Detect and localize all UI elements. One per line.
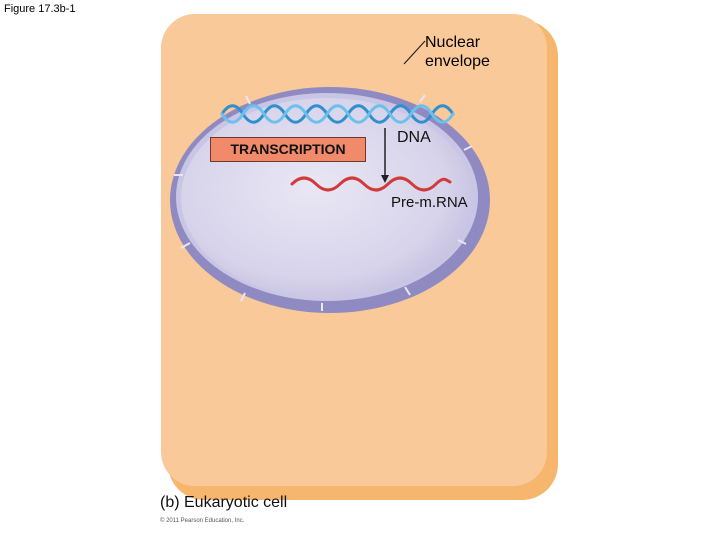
figure-label: Figure 17.3b-1 [4, 3, 76, 15]
copyright-notice: © 2011 Pearson Education, Inc. [160, 518, 245, 524]
dna-label: DNA [397, 129, 431, 146]
nuclear-envelope-label: Nuclear envelope [425, 33, 490, 71]
dna-double-helix [220, 104, 455, 124]
nuclear-pores [174, 94, 473, 311]
transcription-label: TRANSCRIPTION [210, 137, 366, 162]
pre-mrna-strand [290, 176, 452, 192]
nuclear-envelope-label-line2: envelope [425, 53, 490, 70]
nuclear-envelope-label-line1: Nuclear [425, 34, 481, 51]
pre-mrna-label: Pre-m.RNA [391, 194, 468, 211]
transcription-arrow [381, 128, 389, 183]
nuclear-envelope-leader [403, 40, 426, 65]
figure-caption: (b) Eukaryotic cell [160, 494, 288, 511]
